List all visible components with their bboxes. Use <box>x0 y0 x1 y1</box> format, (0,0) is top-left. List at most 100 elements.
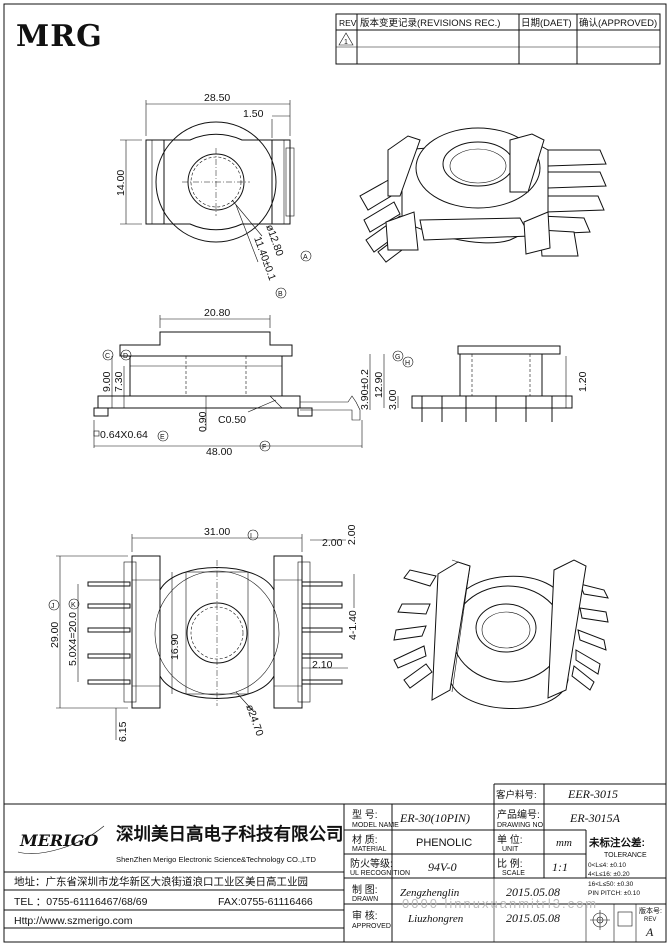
rear-view: 12.90 3.00 3.90±0.2 1.20 G H <box>359 345 589 422</box>
callout-f: F <box>262 444 266 451</box>
dim-bot-edge-v: 2.00 <box>346 524 358 545</box>
record-label: 版本变更记录(REVISIONS REC.) <box>360 17 500 29</box>
model-label-en: MODEL NAME <box>352 822 399 829</box>
dim-side-h1: 9.00 <box>101 371 113 392</box>
model-value: ER-30(10PIN) <box>399 811 470 825</box>
company-web: Http://www.szmerigo.com <box>14 915 133 927</box>
company-address: 地址：广东省深圳市龙华新区大浪街道浪口工业区美日高工业园 <box>14 875 308 888</box>
drawing-no-label-en: DRAWING NO. <box>497 822 545 829</box>
unit-label-en: UNIT <box>502 846 519 853</box>
date-label: 日期(DAET) <box>521 18 572 29</box>
approved-label-en: APPROVED <box>352 923 391 930</box>
callout-d: D <box>123 353 128 360</box>
callout-e: E <box>160 434 165 441</box>
dim-overall-len: 48.00 <box>206 446 232 458</box>
callout-h: H <box>405 360 410 367</box>
scale-label-en: SCALE <box>502 870 525 877</box>
dim-top-width: 28.50 <box>204 92 230 104</box>
sheet-border <box>3 3 667 943</box>
bottom-left-pins <box>87 581 131 685</box>
dim-bot-inner: 16.90 <box>169 634 181 660</box>
scale-label: 比 例: <box>497 857 523 870</box>
approved-label: 审 核: <box>352 909 378 922</box>
dim-rear-h1: 12.90 <box>373 372 385 398</box>
tol-line-1: 0<L≤4: ±0.10 <box>588 862 626 869</box>
material-value: PHENOLIC <box>416 837 472 849</box>
dim-bot-width: 31.00 <box>204 526 230 538</box>
dim-bot-pin: 4-1.40 <box>347 610 359 640</box>
flame-label-en: UL RECOGNITION <box>350 870 410 877</box>
dim-rear-h3: 3.90±0.2 <box>359 369 371 410</box>
callout-c: C <box>105 353 110 360</box>
approved-date: 2015.05.08 <box>506 911 560 925</box>
flame-value: 94V-0 <box>428 860 457 874</box>
company-fax: FAX:0755-61116466 <box>218 896 313 908</box>
callout-j: J <box>51 603 55 610</box>
dim-bot-edge: 2.00 <box>322 537 343 549</box>
callout-a: A <box>303 254 308 261</box>
drawn-label: 制 图: <box>352 883 378 896</box>
tol-label-en: TOLERANCE <box>604 852 647 859</box>
callout-b: B <box>278 291 283 298</box>
drawn-date: 2015.05.08 <box>506 885 560 899</box>
approve-label: 确认(APPROVED) <box>579 17 657 29</box>
flame-label: 防火等级: <box>350 857 393 870</box>
dim-bot-outer-dia: ø24.70 <box>243 703 266 738</box>
dim-bot-step: 2.10 <box>312 659 333 671</box>
dim-bot-pitch: 5.0X4=20.0 <box>67 612 79 666</box>
scale-value: 1:1 <box>552 860 568 874</box>
revision-triangle-icon <box>338 32 354 46</box>
company-name-cn: 深圳美日高电子科技有限公司 <box>116 824 344 844</box>
version-value: A <box>645 925 654 939</box>
model-label: 型 号: <box>352 808 378 821</box>
callout-i: I <box>250 533 252 540</box>
rear-pins <box>421 396 553 422</box>
dim-top-height: 14.00 <box>115 170 127 196</box>
cust-part-value: EER-3015 <box>567 787 618 801</box>
title-block: MERIGO 深圳美日高电子科技有限公司 ShenZhen Merigo Ele… <box>3 783 667 943</box>
drawing-no-label: 产品编号: <box>497 808 540 821</box>
isometric-view-2 <box>393 559 609 709</box>
projection-symbol-icon <box>590 910 610 930</box>
rev-first-mark: 1 <box>344 39 348 46</box>
watermark: 0000 linnuxuanmitrl3.com <box>402 896 598 911</box>
svg-text:MRG: MRG <box>16 19 103 54</box>
drawn-label-en: DRAWN <box>352 896 378 903</box>
rev-label: REV <box>339 18 357 28</box>
brand-logo: MERIGO <box>19 831 98 850</box>
dim-top-flange: 1.50 <box>243 108 264 120</box>
drawing-no-value: ER-3015A <box>569 811 621 825</box>
material-label-en: MATERIAL <box>352 846 387 853</box>
dim-rear-h4: 1.20 <box>577 371 589 392</box>
isometric-view-1 <box>359 127 607 263</box>
material-label: 材 质: <box>352 833 378 846</box>
top-view: 28.50 1.50 14.00 ø12.80 11.40±0.1 A B <box>115 92 312 299</box>
unit-label: 单 位: <box>497 833 523 846</box>
version-label-en: REV <box>644 917 656 923</box>
mrg-logo: MRG <box>16 19 103 54</box>
cust-part-label: 客户料号: <box>496 789 537 801</box>
dim-side-h2: 7.30 <box>113 371 125 392</box>
dim-side-gap: 0.90 <box>197 411 209 432</box>
dim-pin-size: 0.64X0.64 <box>100 429 148 441</box>
dim-rear-h2: 3.00 <box>387 389 399 410</box>
callout-k: K <box>71 602 76 609</box>
bottom-view: 31.00 I 2.00 2.00 29.00 J 5.0X4=20.0 K 1… <box>48 524 359 742</box>
brand-swoosh-icon <box>17 825 105 854</box>
version-label: 版本号: <box>639 906 662 915</box>
revision-table: REV 版本变更记录(REVISIONS REC.) 日期(DAET) 确认(A… <box>335 13 661 65</box>
unit-value: mm <box>556 837 572 849</box>
dim-chamfer: C0.50 <box>218 414 246 426</box>
dim-side-width: 20.80 <box>204 307 230 319</box>
company-name-en: ShenZhen Merigo Electronic Science&Techn… <box>116 855 316 864</box>
approved-by: Liuzhongren <box>407 913 464 925</box>
stamp-box-icon <box>617 911 633 927</box>
tol-label: 未标注公差: <box>588 836 645 849</box>
tol-line-4: PIN PITCH: ±0.10 <box>588 890 640 897</box>
dim-bot-pin-dist: 6.15 <box>117 721 129 742</box>
drawn-by: Zengzhenglin <box>400 887 460 899</box>
side-view: 20.80 9.00 7.30 0.90 C0.50 0.64X0.64 48.… <box>93 307 363 458</box>
callout-g: G <box>395 354 400 361</box>
dim-bot-height: 29.00 <box>49 622 61 648</box>
